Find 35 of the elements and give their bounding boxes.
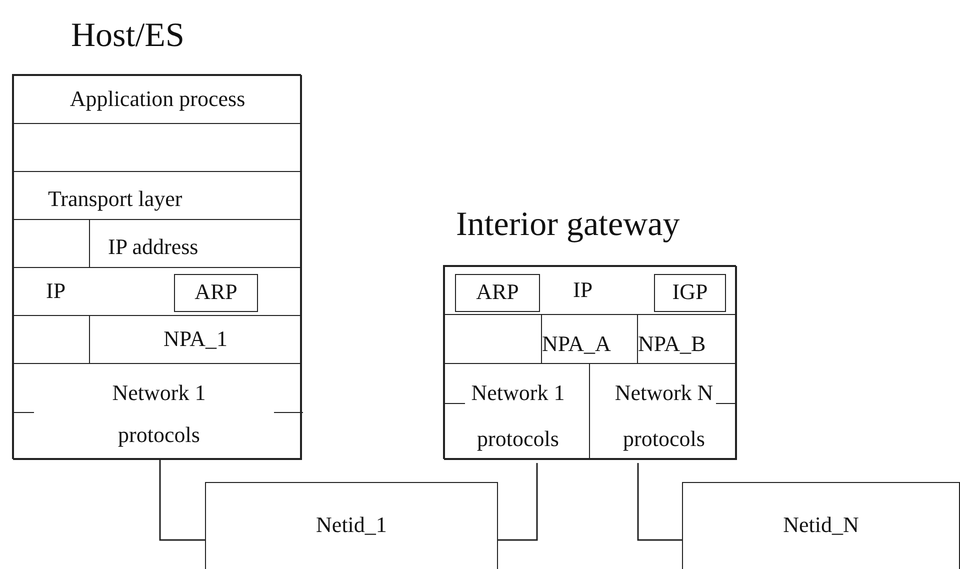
layer-cell xyxy=(589,363,737,460)
layer-label: IP xyxy=(573,277,593,303)
link-line xyxy=(498,463,538,541)
link-line xyxy=(637,463,682,541)
layer-label: IP xyxy=(46,278,66,304)
stack-title: Host/ES xyxy=(71,17,184,55)
link-line xyxy=(159,459,205,541)
layer-label: Transport layer xyxy=(48,186,182,212)
layer-row xyxy=(13,123,302,172)
layer-label: NPA_A xyxy=(542,331,611,357)
layer-label: IP address xyxy=(108,234,198,260)
layer-cell xyxy=(637,314,737,364)
layer-row xyxy=(13,363,302,460)
layer-label: ARP xyxy=(194,279,238,305)
module-box xyxy=(174,274,258,312)
network-box xyxy=(682,482,960,569)
module-box xyxy=(455,274,540,312)
layer-row xyxy=(13,171,302,220)
layer-cell xyxy=(444,363,590,460)
layer-label: ARP xyxy=(475,279,520,305)
layer-label: Netid_1 xyxy=(315,512,388,538)
layer-row xyxy=(13,267,302,316)
layer-label: NPA_B xyxy=(638,331,706,357)
layer-row xyxy=(13,75,302,124)
network-box xyxy=(205,482,498,569)
layer-label: Netid_N xyxy=(782,512,860,538)
layer-label: Network N protocols xyxy=(614,379,714,453)
layer-row xyxy=(444,266,737,315)
module-box xyxy=(654,274,726,312)
stack-title: Interior gateway xyxy=(456,206,680,244)
layer-label: Application process xyxy=(68,86,246,112)
layer-label: Network 1 protocols xyxy=(111,379,207,449)
layer-label: NPA_1 xyxy=(162,326,228,352)
layer-label: IGP xyxy=(671,279,709,305)
layer-label: Network 1 protocols xyxy=(470,379,566,453)
